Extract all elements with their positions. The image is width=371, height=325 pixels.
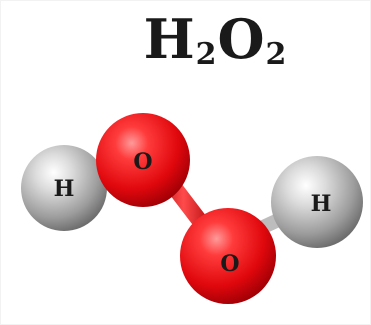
- atom-oxygen-bottom: O: [180, 208, 276, 304]
- atom-hydrogen-left: H: [21, 145, 107, 231]
- atom-hydrogen-right: H: [271, 156, 363, 248]
- atom-hydrogen-left-label: H: [54, 176, 75, 202]
- formula-element-oxygen: O: [217, 7, 266, 71]
- atom-hydrogen-right-label: H: [311, 191, 332, 217]
- formula-element-hydrogen: H: [143, 7, 196, 71]
- formula-title: H2O2: [30, 12, 371, 70]
- atom-oxygen-top: O: [96, 113, 190, 207]
- formula-subscript-2: 2: [265, 37, 288, 72]
- formula-subscript-1: 2: [195, 37, 218, 72]
- atom-oxygen-top-label: O: [133, 149, 152, 175]
- atom-oxygen-bottom-label: O: [220, 251, 239, 277]
